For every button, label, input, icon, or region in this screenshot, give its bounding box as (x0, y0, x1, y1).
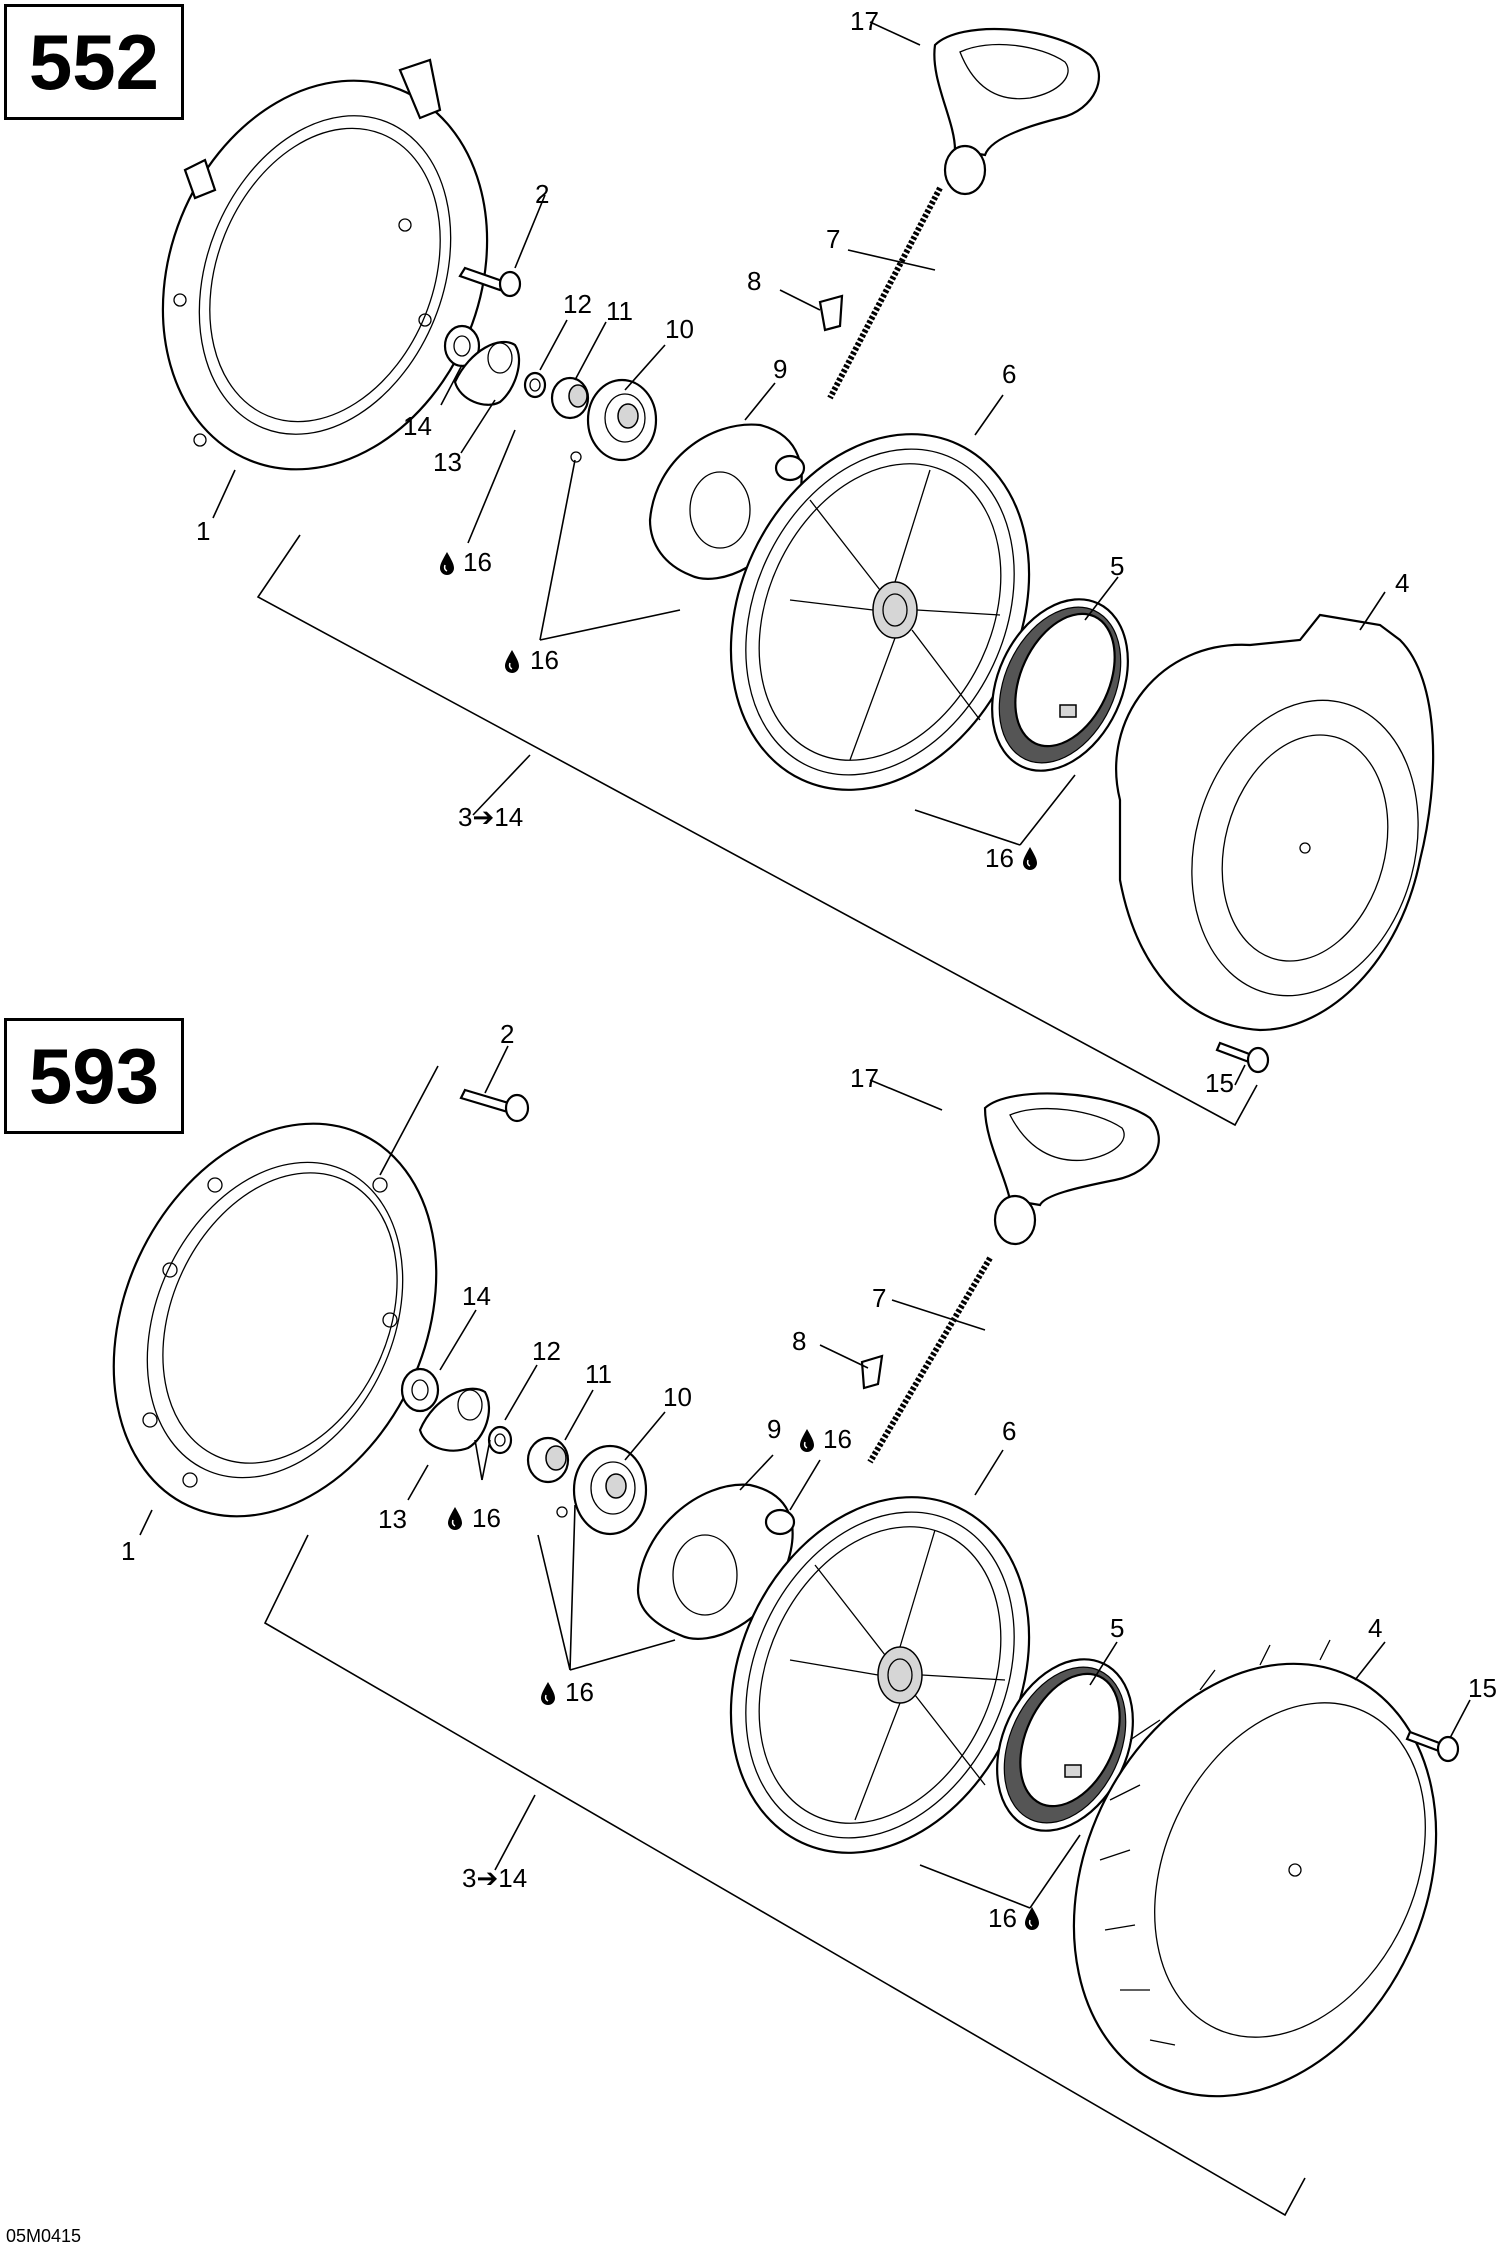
callout-9: 9 (773, 354, 787, 384)
callout-11: 11 (585, 1359, 612, 1389)
friction-plate (453, 340, 520, 406)
callout-kit-3-to-14: 3➔14 (462, 1863, 527, 1893)
oil-drop-icon (439, 551, 455, 576)
ratchet (570, 378, 658, 463)
drawing-code: 05M0415 (6, 2226, 82, 2246)
starter-handle (983, 1092, 1160, 1246)
leader-lines (212, 21, 1386, 1127)
callout-1: 1 (121, 1536, 135, 1566)
callout-2: 2 (535, 179, 549, 209)
bolt (1215, 1041, 1270, 1074)
starter-cover (1115, 613, 1435, 1032)
bushing (526, 1436, 570, 1484)
starter-handle (933, 27, 1100, 196)
callout-4: 4 (1368, 1613, 1382, 1643)
callout-5: 5 (1110, 1613, 1124, 1643)
callout-5: 5 (1110, 551, 1124, 581)
callout-7: 7 (872, 1283, 886, 1313)
lock-nut (443, 324, 481, 368)
callout-13: 13 (378, 1504, 407, 1534)
callout-10: 10 (663, 1382, 692, 1412)
callout-15: 15 (1205, 1068, 1234, 1098)
callout-16-lube: 16 (463, 547, 492, 577)
callout-12: 12 (532, 1336, 561, 1366)
callout-16-lube: 16 (530, 645, 559, 675)
callout-14: 14 (462, 1281, 491, 1311)
bolt (1405, 1730, 1460, 1763)
oil-drop-icon (540, 1681, 556, 1706)
starter-housing-ring (161, 58, 489, 471)
starter-rope (827, 186, 943, 400)
starter-rope (867, 1256, 993, 1464)
oil-drop-icon (447, 1506, 463, 1531)
starter-cover (1072, 1639, 1438, 2098)
rope-sheave (729, 433, 1031, 791)
callout-16-lube: 16 (565, 1677, 594, 1707)
washer (523, 371, 547, 399)
model-number: 593 (28, 1031, 160, 1120)
callout-13: 13 (433, 447, 462, 477)
model-number-box-593: 593 (4, 1018, 184, 1134)
leader-lines (139, 1045, 1471, 2217)
oil-drop-icon (1022, 846, 1038, 871)
friction-plate (418, 1387, 490, 1452)
callout-9: 9 (767, 1414, 781, 1444)
ratchet (556, 1444, 648, 1536)
lock-nut (400, 1367, 440, 1413)
screw (458, 266, 522, 298)
callout-8: 8 (792, 1326, 806, 1356)
screw (459, 1088, 530, 1123)
washer (487, 1425, 513, 1455)
callout-16-lube: 16 (472, 1503, 501, 1533)
oil-drop-icon (799, 1428, 815, 1453)
callout-16-lube: 16 (823, 1424, 852, 1454)
lower-assembly: 2 17 14 7 8 12 11 10 9 16 6 13 16 1 16 5… (112, 1019, 1497, 2217)
callout-17: 17 (850, 6, 879, 36)
bushing (550, 376, 590, 420)
callout-16-lube: 16 (985, 843, 1014, 873)
callout-6: 6 (1002, 1416, 1016, 1446)
callout-8: 8 (747, 266, 761, 296)
callout-11: 11 (606, 296, 633, 326)
callout-kit-3-to-14: 3➔14 (458, 802, 523, 832)
oil-drop-icon (504, 649, 520, 674)
model-number: 552 (28, 17, 160, 106)
callout-15: 15 (1468, 1673, 1497, 1703)
callout-6: 6 (1002, 359, 1016, 389)
oil-drop-icon (1024, 1906, 1040, 1931)
callout-12: 12 (563, 289, 592, 319)
recoil-spring (991, 598, 1129, 772)
upper-assembly: 17 2 7 8 12 11 10 9 6 14 13 1 5 4 16 16 … (161, 6, 1435, 1127)
callout-7: 7 (826, 224, 840, 254)
callout-14: 14 (403, 411, 432, 441)
starter-housing-ring (112, 1122, 438, 1518)
callout-4: 4 (1395, 568, 1409, 598)
callout-1: 1 (196, 516, 210, 546)
callout-2: 2 (500, 1019, 514, 1049)
model-number-box-552: 552 (4, 4, 184, 120)
callout-10: 10 (665, 314, 694, 344)
rope-sheave (729, 1496, 1031, 1854)
callout-16-lube: 16 (988, 1903, 1017, 1933)
recoil-spring (996, 1658, 1134, 1832)
rope-key (860, 1354, 884, 1390)
rope-key (818, 294, 844, 332)
callout-17: 17 (850, 1063, 879, 1093)
